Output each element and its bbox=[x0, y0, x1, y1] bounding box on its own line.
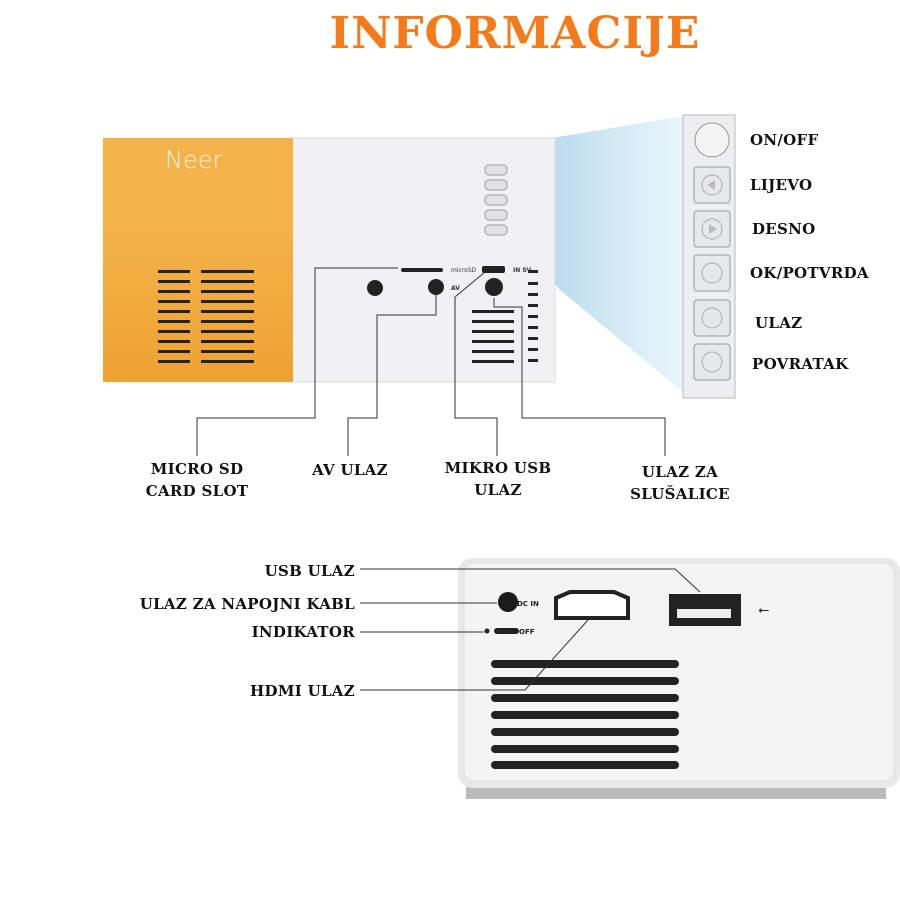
dc-in-port bbox=[498, 592, 518, 612]
microusb-port bbox=[482, 266, 505, 273]
svg-text:AV: AV bbox=[451, 285, 460, 292]
label-microusb-line1: MIKRO USB bbox=[444, 459, 552, 477]
button-label-input: ULAZ bbox=[755, 314, 803, 332]
white-vents bbox=[472, 270, 538, 363]
label-microsd-line1: MICRO SD bbox=[150, 460, 244, 478]
top-buttons bbox=[484, 164, 508, 236]
svg-text:IN 5V: IN 5V bbox=[513, 267, 532, 274]
page-title: INFORMACIJE bbox=[329, 8, 701, 59]
label-microsd-line2: CARD SLOT bbox=[145, 482, 249, 500]
leader-lines-back bbox=[360, 568, 701, 691]
left-arrow-icon bbox=[701, 174, 723, 196]
indicator-led bbox=[484, 628, 490, 634]
button-label-return: POVRATAK bbox=[752, 355, 849, 373]
svg-text:OFF: OFF bbox=[519, 628, 535, 636]
label-hdmi: HDMI ULAZ bbox=[250, 682, 355, 700]
right-arrow-icon bbox=[701, 218, 723, 240]
label-microusb-line2: ULAZ bbox=[474, 481, 522, 499]
hdmi-port bbox=[554, 590, 630, 620]
label-headphones: ULAZ ZA SLUŠALICE bbox=[630, 461, 730, 505]
av-jack bbox=[428, 279, 444, 295]
input-icon bbox=[701, 307, 723, 329]
label-microsd: MICRO SD CARD SLOT bbox=[146, 458, 249, 502]
button-panel bbox=[682, 114, 736, 399]
label-microusb: MIKRO USB ULAZ bbox=[445, 457, 552, 501]
round-jack bbox=[367, 280, 383, 296]
orange-vents bbox=[158, 270, 254, 363]
projector-side-view: Neer microSD IN 5V AV bbox=[103, 137, 556, 383]
label-headphones-line1: ULAZ ZA bbox=[641, 463, 719, 481]
label-indicator: INDIKATOR bbox=[251, 623, 355, 641]
button-label-left: LIJEVO bbox=[750, 176, 813, 194]
svg-text:microSD: microSD bbox=[451, 267, 477, 274]
power-switch bbox=[494, 628, 519, 634]
button-label-right: DESNO bbox=[752, 220, 816, 238]
label-av: AV ULAZ bbox=[312, 461, 388, 479]
leader-lines-side bbox=[196, 267, 666, 456]
svg-text:DC IN: DC IN bbox=[517, 600, 539, 608]
headphone-jack bbox=[485, 278, 503, 296]
back-vents bbox=[491, 660, 679, 769]
label-usb: USB ULAZ bbox=[264, 562, 355, 580]
button-label-on-off: ON/OFF bbox=[750, 131, 819, 149]
projector-back-view: DC IN OFF ⭠ bbox=[458, 558, 900, 799]
label-headphones-line2: SLUŠALICE bbox=[630, 485, 730, 503]
usb-icon: ⭠ bbox=[758, 602, 769, 618]
return-icon bbox=[701, 351, 723, 373]
power-button-icon bbox=[694, 122, 730, 158]
label-power: ULAZ ZA NAPOJNI KABL bbox=[139, 595, 355, 613]
brand-logo: Neer bbox=[165, 146, 222, 174]
microsd-slot bbox=[401, 268, 443, 272]
button-label-ok: OK/POTVRDA bbox=[750, 264, 869, 282]
ok-icon bbox=[701, 262, 723, 284]
